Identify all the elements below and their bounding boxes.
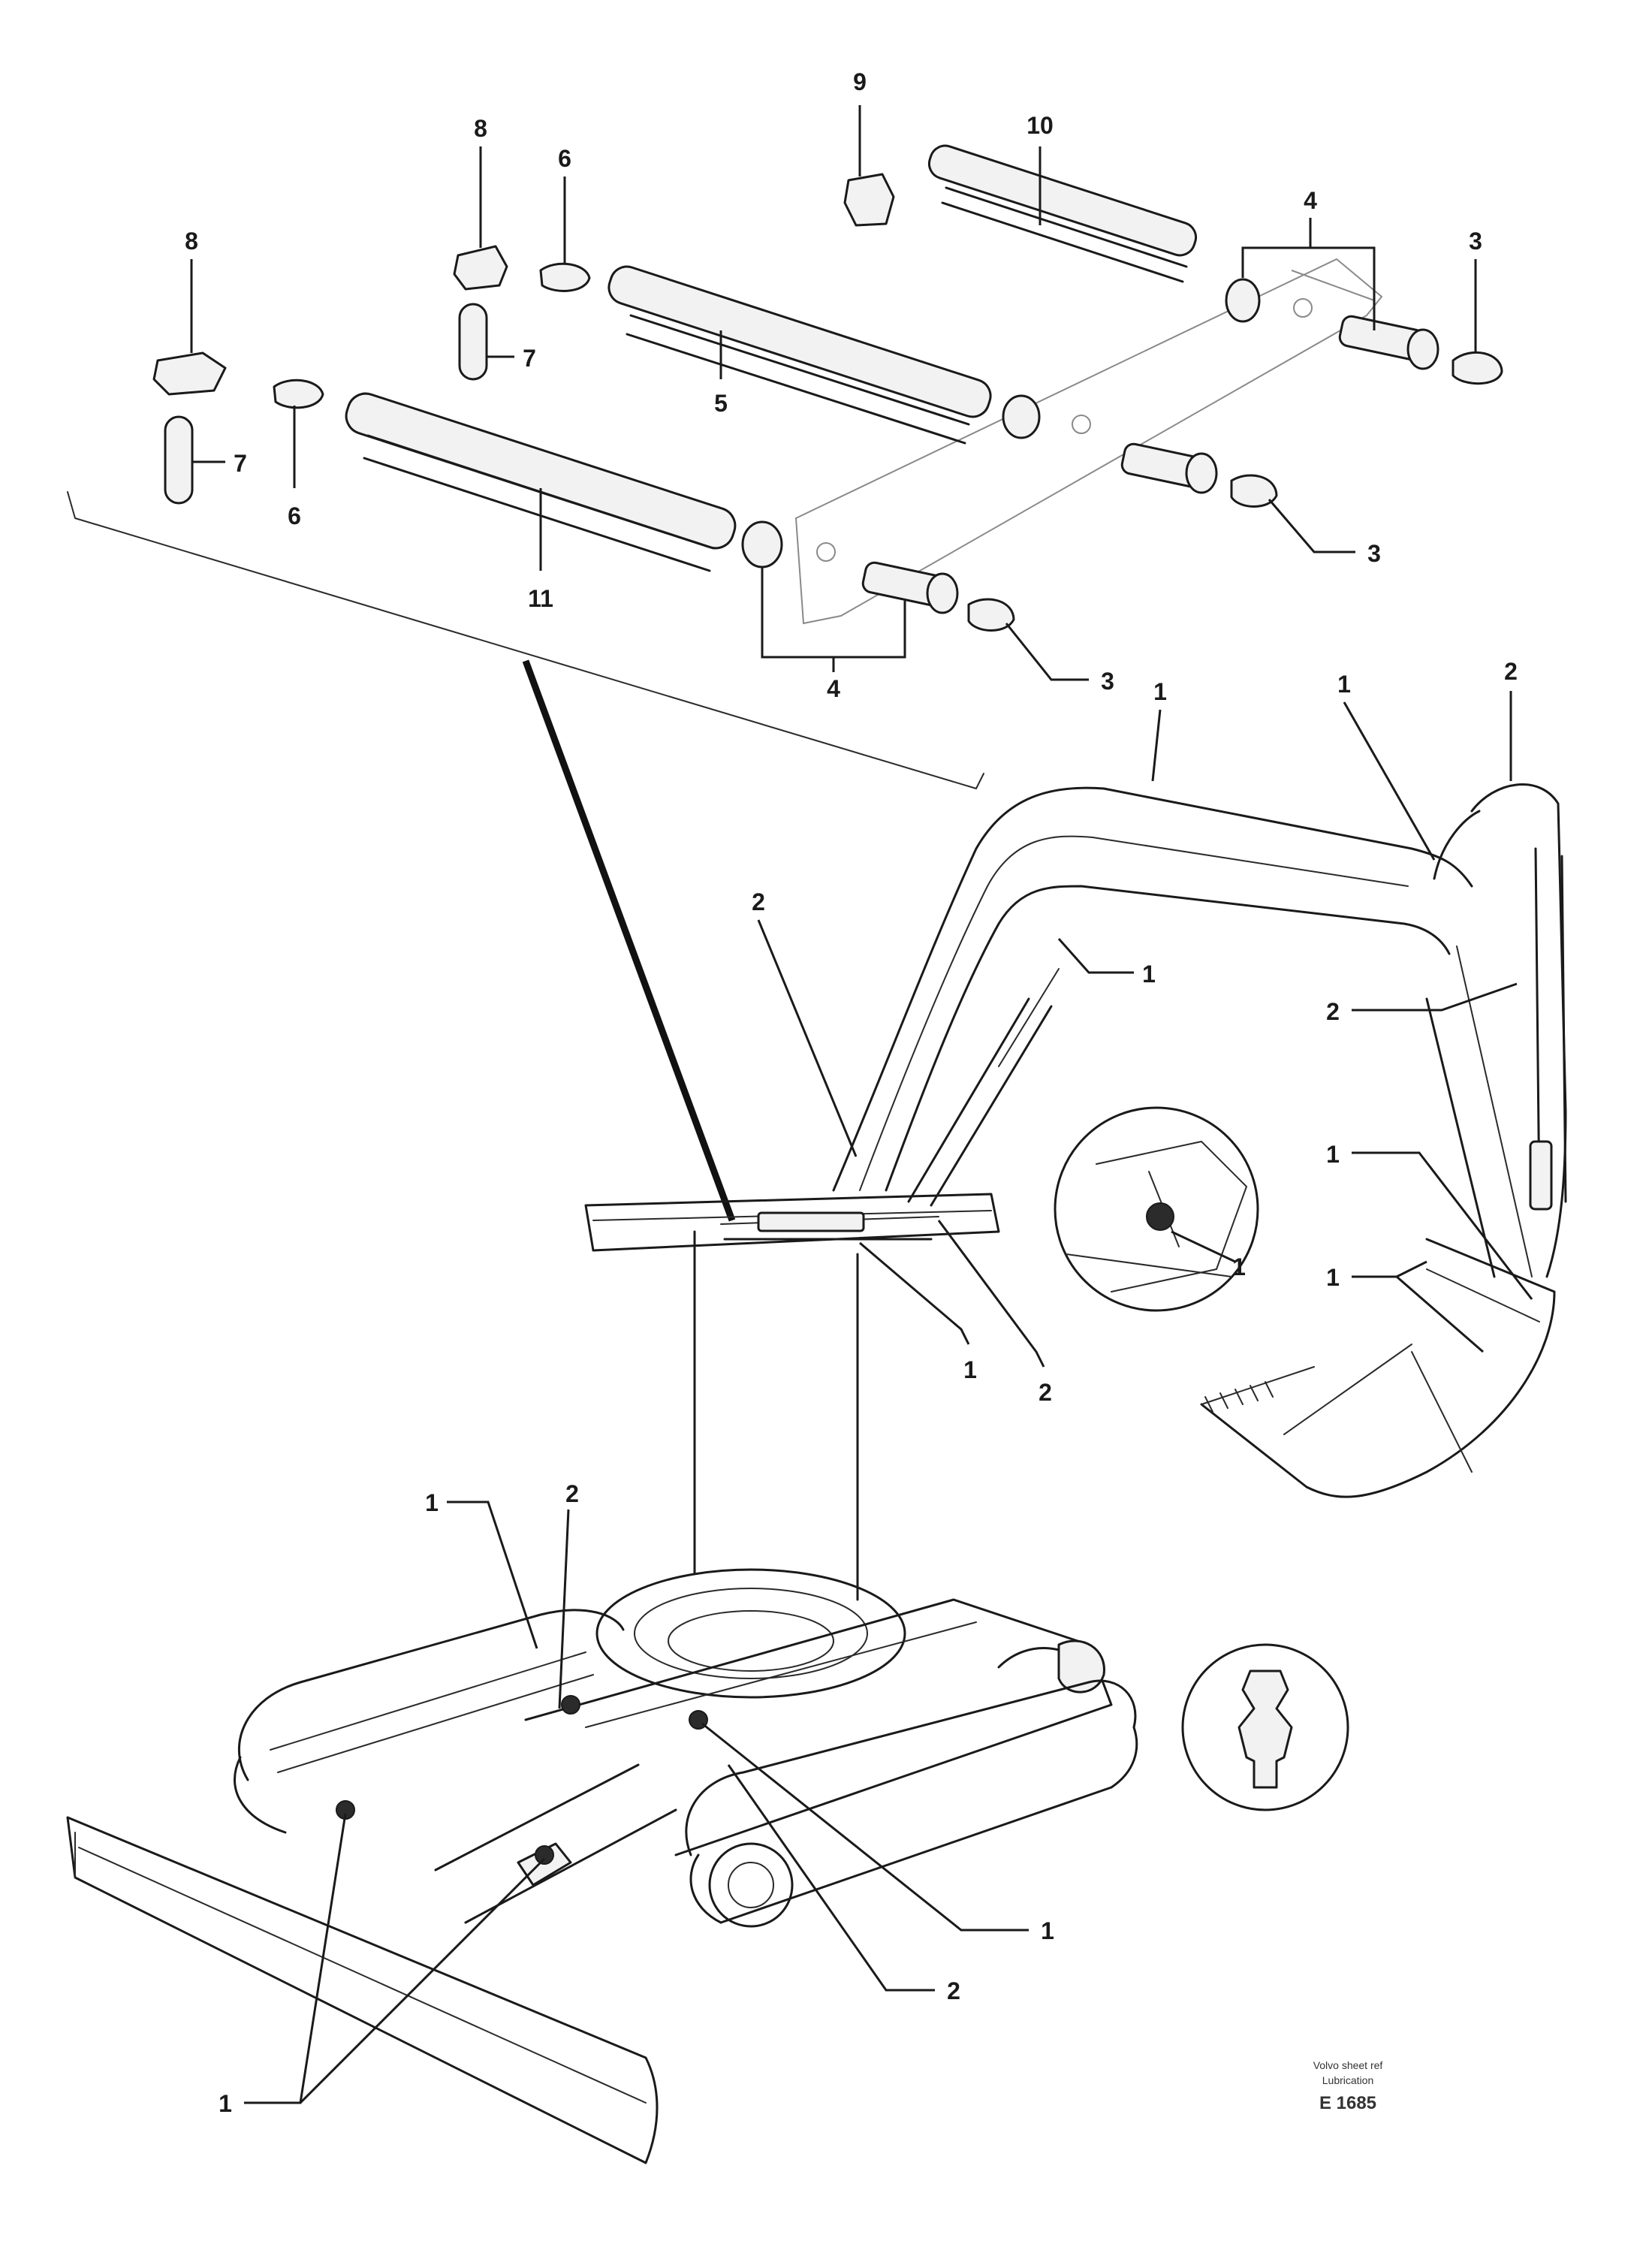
nut-5 <box>1002 394 1041 439</box>
callout-1-under-left: 1 <box>425 1489 439 1516</box>
callout-1-detail: 1 <box>1232 1253 1246 1280</box>
grease-pipe-10 <box>927 144 1198 283</box>
bracket-4-top <box>1241 246 1376 330</box>
cap-3-lower <box>967 598 1015 632</box>
o-ring-7-upper <box>458 303 488 381</box>
callout-7-upper: 7 <box>523 345 536 372</box>
callout-3-top: 3 <box>1469 228 1482 255</box>
callout-3-bottom: 3 <box>1101 668 1114 695</box>
callout-11: 11 <box>528 585 553 612</box>
drawing-ref-code: E 1685 <box>1319 2093 1376 2113</box>
callout-1-under-right: 1 <box>1041 1917 1054 1944</box>
callout-1-boom-foot: 1 <box>963 1356 977 1383</box>
callout-1-blade: 1 <box>219 2090 232 2117</box>
detail-view-pivot <box>1054 1106 1259 1312</box>
drawing-ref-line-1: Volvo sheet ref <box>1313 2059 1383 2071</box>
callout-6-lower: 6 <box>288 502 301 529</box>
callout-3-middle: 3 <box>1367 540 1381 567</box>
callout-2-boom-foot: 2 <box>1039 1379 1052 1406</box>
drawing-reference: Volvo sheet ref Lubrication E 1685 <box>1313 2059 1383 2113</box>
grease-pipe-11 <box>345 392 737 572</box>
callout-7-lower: 7 <box>234 450 247 477</box>
nut-icon <box>1225 278 1261 323</box>
callout-1-top-boom-label: 1 <box>1153 678 1167 705</box>
callout-1-boom-cylinder: 1 <box>1142 961 1156 988</box>
callout-2-arm: 2 <box>1326 998 1340 1025</box>
dozer-blade <box>66 1816 659 2164</box>
nut-11 <box>741 520 783 569</box>
bolt-top-right <box>1338 315 1439 370</box>
callout-8-lower: 8 <box>185 228 198 255</box>
connector-line <box>522 659 736 1222</box>
boom-foot-bracket <box>584 1193 1000 1252</box>
grease-pipe-5 <box>607 265 992 445</box>
excavator-undercarriage <box>234 1568 1138 1928</box>
elbow-fitting-8-lower <box>152 351 227 396</box>
callout-9: 9 <box>853 68 867 95</box>
callout-6-upper: 6 <box>558 145 571 172</box>
callout-4-top: 4 <box>1304 187 1317 214</box>
elbow-fitting-8-upper <box>453 245 508 291</box>
excavator-bucket <box>1200 1238 1556 1498</box>
excavator-arm <box>1425 783 1567 1278</box>
callout-2-under-right: 2 <box>947 1977 960 2004</box>
mounting-bracket <box>794 258 1383 625</box>
cap-3-top <box>1452 351 1503 385</box>
callout-2-under: 2 <box>565 1480 579 1507</box>
callout-1-top-mid: 1 <box>1337 671 1351 698</box>
callout-5: 5 <box>714 390 728 417</box>
callout-8-upper: 8 <box>474 115 487 142</box>
callout-4-bottom: 4 <box>827 675 840 702</box>
bolt-lower <box>861 561 959 614</box>
callout-leaders <box>190 105 1533 2104</box>
callout-1-arm: 1 <box>1326 1141 1340 1168</box>
o-ring-7-lower <box>164 415 194 505</box>
callout-2-boom-left: 2 <box>752 888 765 915</box>
bolt-middle <box>1120 442 1218 494</box>
callout-labels: 9 10 4 3 8 6 7 5 8 7 6 11 3 3 4 2 1 1 1 … <box>185 68 1518 2117</box>
plug-6-upper <box>539 262 591 292</box>
callout-2-top-right: 2 <box>1504 658 1518 685</box>
elbow-fitting-9 <box>843 173 895 227</box>
callout-10: 10 <box>1026 112 1054 139</box>
excavator-boom <box>832 786 1473 1207</box>
section-outline <box>67 491 984 789</box>
drawing-ref-line-2: Lubrication <box>1322 2074 1374 2086</box>
detail-view-grease-nipple <box>1181 1643 1349 1811</box>
cap-3-middle <box>1230 474 1278 508</box>
callout-1-bucket: 1 <box>1326 1264 1340 1291</box>
plug-6-lower <box>273 379 324 409</box>
